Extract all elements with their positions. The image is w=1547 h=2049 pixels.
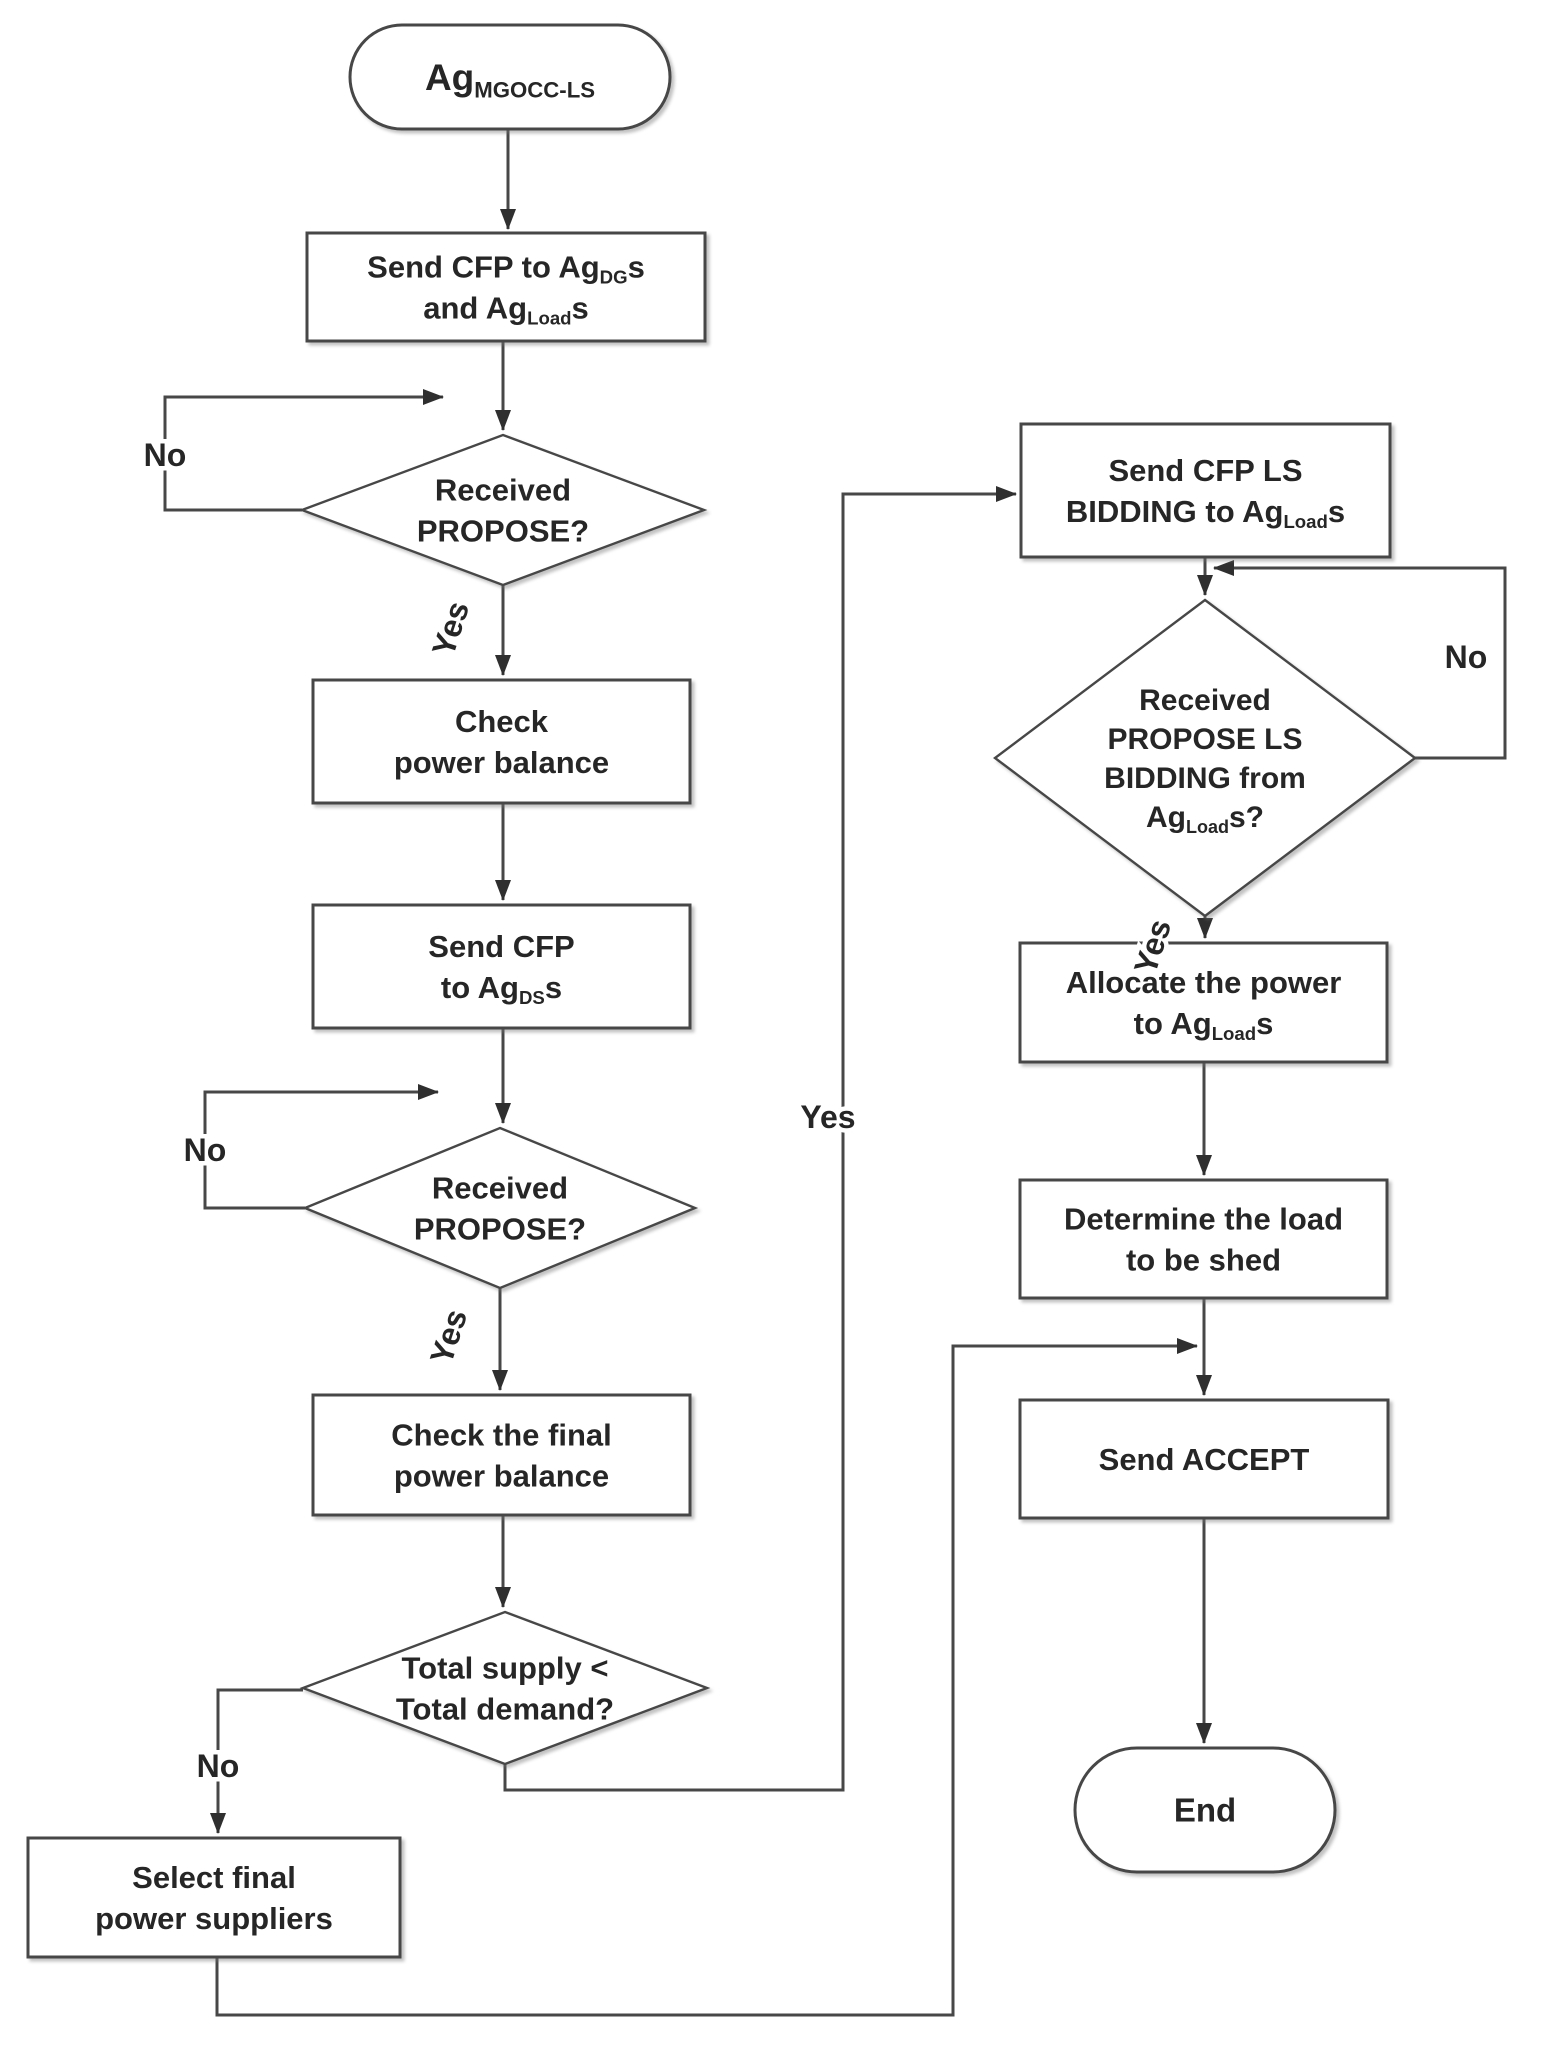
start-terminator-shape — [348, 23, 672, 131]
process-select-final-suppliers-shape — [26, 1836, 402, 1959]
process-select-final-suppliers-label: Select final — [132, 1860, 296, 1895]
process-check-power-balance: Check power balance — [311, 678, 692, 805]
process-determine-load-shed-label: Determine the load — [1064, 1201, 1343, 1236]
edge-decision1-no-loop — [163, 389, 444, 512]
edge-decision4-no-loop — [1213, 560, 1507, 760]
end-terminator-label: End — [1174, 1792, 1236, 1829]
process-check-power-balance-label: power balance — [394, 745, 609, 780]
process-send-cfp-dg-loads-label: and AgLoads — [423, 290, 589, 328]
edge-decision2-no-loop — [203, 1084, 439, 1210]
process-send-cfp-ds-shape — [311, 903, 692, 1030]
process-allocate-power-shape — [1018, 941, 1389, 1064]
decision-total-supply-label: Total supply < — [402, 1650, 609, 1685]
process-determine-load-shed-shape — [1018, 1178, 1389, 1300]
process-send-cfp-ds-label: Send CFP — [428, 929, 574, 964]
process-send-accept-shape — [1018, 1398, 1390, 1520]
process-check-final-balance-shape — [311, 1393, 692, 1517]
process-check-power-balance-shape — [311, 678, 692, 805]
label-yes-2: Yes — [423, 1305, 474, 1369]
process-select-final-suppliers-label: power suppliers — [95, 1901, 333, 1936]
process-send-cfp-ds: Send CFP to AgDSs — [311, 903, 692, 1030]
edges-layer — [163, 129, 1507, 2017]
decision-received-propose-1-shape — [298, 433, 708, 587]
end-terminator-shape — [1073, 1746, 1337, 1874]
label-no-1: No — [144, 437, 187, 473]
process-send-cfp-dg-loads-shape — [305, 231, 707, 343]
process-send-cfp-ls-bidding-shape — [1019, 422, 1392, 559]
process-send-cfp-ls-bidding: Send CFP LS BIDDING to AgLoads — [1019, 422, 1392, 559]
end-terminator: End — [1073, 1746, 1337, 1874]
decision-received-propose-ls-label: BIDDING from — [1104, 762, 1306, 795]
label-yes-1: Yes — [425, 597, 476, 661]
decision-received-propose-1-label: PROPOSE? — [417, 513, 589, 548]
process-send-accept: Send ACCEPT — [1018, 1398, 1390, 1520]
process-send-cfp-ls-bidding-label: Send CFP LS — [1108, 453, 1302, 488]
process-send-cfp-dg-loads-label: Send CFP to AgDGs — [367, 249, 645, 287]
label-no-2: No — [184, 1132, 227, 1168]
start-terminator-label: AgMGOCC-LS — [425, 57, 595, 102]
decision-received-propose-ls-label: PROPOSE LS — [1107, 723, 1302, 756]
decision-received-propose-2-label: PROPOSE? — [414, 1211, 586, 1246]
start-terminator: AgMGOCC-LS — [348, 23, 672, 131]
process-check-final-balance: Check the final power balance — [311, 1393, 692, 1517]
edge-select-merge — [215, 1338, 1198, 2017]
process-allocate-power-label: to AgLoads — [1134, 1006, 1274, 1044]
process-send-cfp-ds-label: to AgDSs — [441, 970, 562, 1008]
decision-total-supply-label: Total demand? — [396, 1691, 614, 1726]
edge-decision3-no — [210, 1688, 303, 1834]
process-allocate-power-label: Allocate the power — [1066, 965, 1342, 1000]
process-send-cfp-ls-bidding-label: BIDDING to AgLoads — [1066, 494, 1345, 532]
process-determine-load-shed-label: to be shed — [1126, 1242, 1281, 1277]
process-select-final-suppliers: Select final power suppliers — [26, 1836, 402, 1959]
process-send-accept-label: Send ACCEPT — [1099, 1442, 1310, 1477]
process-check-final-balance-label: Check the final — [391, 1417, 612, 1452]
process-check-final-balance-label: power balance — [394, 1458, 609, 1493]
process-determine-load-shed: Determine the load to be shed — [1018, 1178, 1389, 1300]
process-allocate-power: Allocate the power to AgLoads — [1018, 941, 1389, 1064]
decision-received-propose-2-label: Received — [432, 1170, 568, 1205]
label-no-4: No — [1445, 639, 1488, 675]
decision-total-supply: Total supply < Total demand? — [299, 1610, 711, 1766]
decision-received-propose-ls-label: Received — [1139, 684, 1271, 717]
edge-decision3-yes-long — [503, 486, 1017, 1792]
label-no-3: No — [197, 1748, 240, 1784]
decision-received-propose-1-label: Received — [435, 472, 571, 507]
decision-received-propose-ls-label: AgLoads? — [1146, 801, 1264, 837]
label-yes-3: Yes — [800, 1099, 855, 1135]
decision-total-supply-shape — [299, 1610, 711, 1766]
decision-received-propose-2-shape — [301, 1126, 699, 1290]
decision-received-propose-ls-shape — [993, 598, 1417, 918]
process-check-power-balance-label: Check — [455, 704, 549, 739]
